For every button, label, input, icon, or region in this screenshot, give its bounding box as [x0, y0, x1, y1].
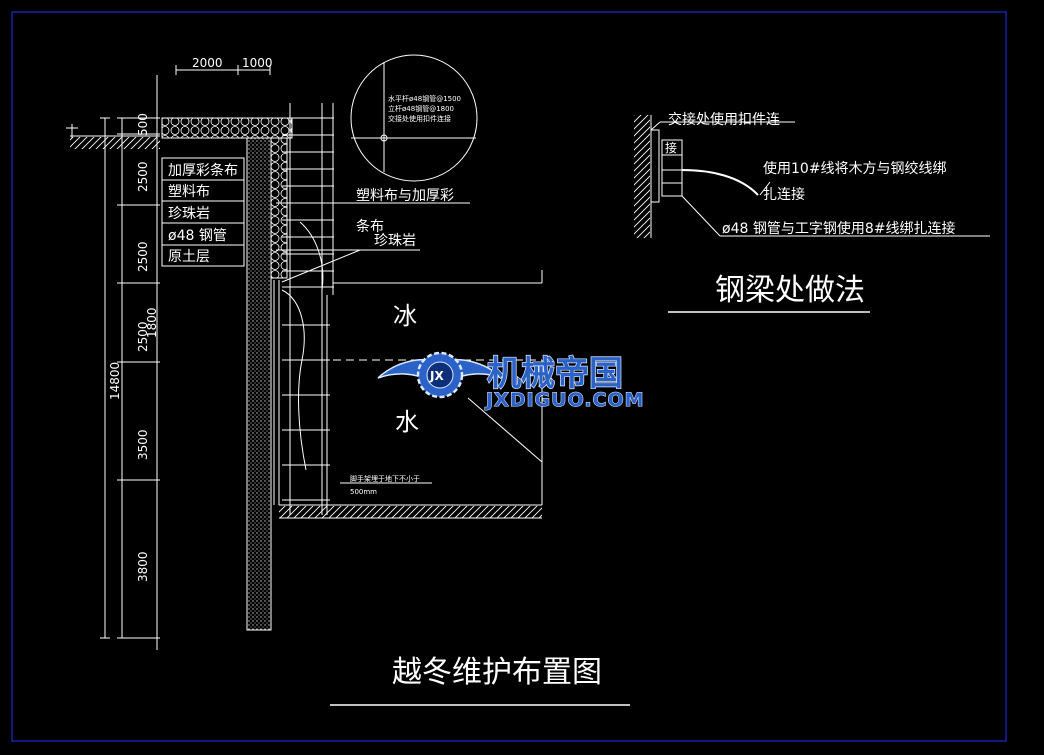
bubble-note-2: 立杆ø48钢管@1800: [388, 104, 454, 113]
left-dim-5: 3800: [136, 551, 150, 582]
beam-note-3: 扎连接: [763, 186, 805, 203]
bubble-note-3: 交接处使用扣件连接: [388, 114, 451, 123]
watermark: JX 机械帝国 JXDIGUO.COM: [377, 351, 645, 412]
drawing-frame: [11, 11, 1007, 742]
main-drawing-title: 越冬维护布置图: [392, 655, 602, 690]
inner-dim: 1800: [145, 307, 159, 338]
left-dim-2: 2500: [136, 241, 150, 272]
left-dim-4: 3500: [136, 429, 150, 460]
callout-pearlite: 珍珠岩: [374, 233, 416, 249]
watermark-cn: 机械帝国: [487, 354, 623, 394]
beam-note-1: 交接处使用扣件连: [668, 111, 780, 128]
steel-beam-detail: [634, 115, 990, 313]
water-label: 水: [395, 408, 419, 436]
left-dim-3: 2500: [136, 321, 150, 352]
left-dim-0: 500: [136, 113, 150, 136]
depth-note-1: 脚手架埋于地下不小于: [350, 474, 420, 483]
bubble-note-1: 水平杆ø48钢管@1500: [388, 94, 461, 103]
callout-cover-line-2: 条布: [356, 218, 384, 235]
top-dim-2000: 2000: [192, 56, 223, 70]
beam-note-4: ø48 钢管与工字钢使用8#线绑扎连接: [722, 220, 955, 237]
callout-cover-line-1: 塑料布与加厚彩: [356, 188, 454, 204]
main-section-drawing: [66, 54, 630, 706]
ice-label: 冰: [393, 302, 417, 330]
layer-label-3: ø48 钢管: [168, 228, 227, 244]
watermark-badge: JX: [429, 369, 444, 383]
layer-label-0: 加厚彩条布: [168, 162, 238, 179]
left-dim-1: 2500: [136, 161, 150, 192]
top-dim-1000: 1000: [242, 56, 273, 70]
layer-label-4: 原土层: [168, 249, 210, 265]
overall-dim: 14800: [108, 362, 122, 400]
watermark-en: JXDIGUO.COM: [484, 389, 645, 411]
layer-label-1: 塑料布: [168, 184, 210, 200]
beam-tag: 接: [665, 140, 677, 155]
beam-detail-title: 钢梁处做法: [715, 273, 865, 308]
layer-label-table: [161, 157, 245, 267]
depth-note-2: 500mm: [350, 488, 377, 496]
layer-label-2: 珍珠岩: [168, 206, 210, 222]
beam-note-2: 使用10#线将木方与钢绞线绑: [763, 160, 947, 177]
